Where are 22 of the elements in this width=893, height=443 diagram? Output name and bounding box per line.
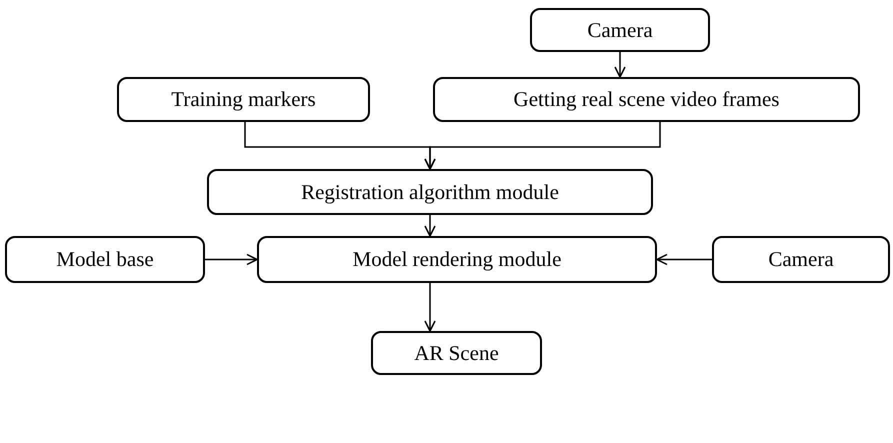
box-label: AR Scene	[414, 340, 499, 366]
arrow	[656, 254, 712, 266]
process-box	[371, 331, 542, 375]
box-label: Registration algorithm module	[301, 178, 559, 206]
box-label: Model rendering module	[352, 246, 562, 273]
arrow	[424, 122, 661, 170]
arrow	[614, 52, 626, 78]
process-box	[530, 8, 710, 52]
box-label: Training markers	[171, 86, 316, 113]
arrow	[424, 215, 436, 237]
box-label: Getting real scene video frames	[514, 86, 780, 113]
arrow	[424, 283, 436, 332]
process-box	[433, 77, 860, 122]
process-box	[207, 169, 653, 215]
box-label: Model base	[56, 246, 154, 273]
process-box	[117, 77, 370, 122]
process-box	[5, 236, 205, 283]
process-box	[257, 236, 657, 283]
box-label: Camera	[587, 16, 653, 44]
process-box	[712, 236, 890, 283]
box-label: Camera	[768, 246, 834, 273]
arrow	[205, 254, 258, 266]
